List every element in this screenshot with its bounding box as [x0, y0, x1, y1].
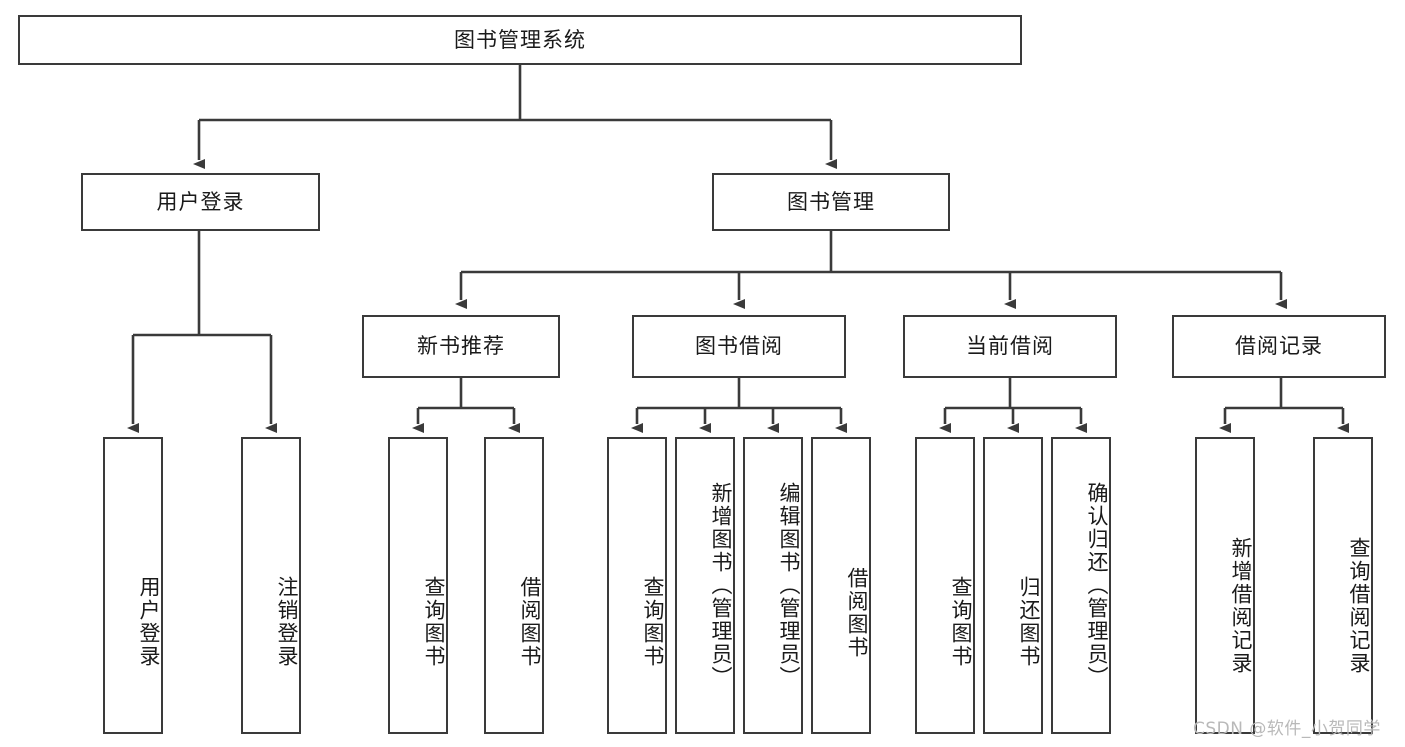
node-label: 用户登录 [156, 189, 245, 214]
leaf-borrow-record-query-record[interactable]: 查询借阅记录 [1313, 437, 1373, 734]
node-label: 借阅图书 [518, 575, 542, 668]
node-label: 编辑图书（管理员） [777, 482, 801, 689]
node-book-borrow[interactable]: 图书借阅 [632, 315, 846, 378]
node-label: 查询图书 [949, 575, 973, 668]
node-label: 借阅图书 [845, 566, 869, 659]
node-user-login[interactable]: 用户登录 [81, 173, 320, 231]
node-label: 新增借阅记录 [1229, 536, 1253, 675]
node-label: 查询图书 [422, 575, 446, 668]
node-label: 查询图书 [641, 575, 665, 668]
leaf-current-borrow-query-book[interactable]: 查询图书 [915, 437, 975, 734]
leaf-book-borrow-add-book-admin[interactable]: 新增图书（管理员） [675, 437, 735, 734]
leaf-book-borrow-query-book[interactable]: 查询图书 [607, 437, 667, 734]
leaf-borrow-record-add-record[interactable]: 新增借阅记录 [1195, 437, 1255, 734]
node-book-management[interactable]: 图书管理 [712, 173, 950, 231]
node-new-book-recommend[interactable]: 新书推荐 [362, 315, 560, 378]
node-current-borrow[interactable]: 当前借阅 [903, 315, 1117, 378]
node-label: 确认归还（管理员） [1085, 482, 1109, 689]
node-label: 图书借阅 [695, 334, 783, 359]
node-label: 图书管理 [787, 189, 875, 214]
leaf-book-borrow-edit-book-admin[interactable]: 编辑图书（管理员） [743, 437, 803, 734]
node-label: 借阅记录 [1235, 334, 1323, 359]
node-label: 图书管理系统 [454, 27, 586, 52]
node-label: 新书推荐 [417, 334, 505, 359]
node-label: 注销登录 [275, 575, 299, 668]
leaf-current-borrow-confirm-return-admin[interactable]: 确认归还（管理员） [1051, 437, 1111, 734]
leaf-book-borrow-borrow-book[interactable]: 借阅图书 [811, 437, 871, 734]
node-label: 查询借阅记录 [1347, 536, 1371, 675]
node-label: 用户登录 [137, 575, 161, 668]
node-book-management-system[interactable]: 图书管理系统 [18, 15, 1022, 65]
node-label: 归还图书 [1017, 575, 1041, 668]
leaf-new-book-borrow-book[interactable]: 借阅图书 [484, 437, 544, 734]
leaf-current-borrow-return-book[interactable]: 归还图书 [983, 437, 1043, 734]
node-label: 新增图书（管理员） [709, 482, 733, 689]
node-borrow-record[interactable]: 借阅记录 [1172, 315, 1386, 378]
leaf-user-login-login[interactable]: 用户登录 [103, 437, 163, 734]
node-label: 当前借阅 [966, 334, 1054, 359]
leaf-user-login-logout[interactable]: 注销登录 [241, 437, 301, 734]
csdn-watermark: CSDN @软件_小贺同学 [1193, 719, 1381, 739]
leaf-new-book-query-book[interactable]: 查询图书 [388, 437, 448, 734]
